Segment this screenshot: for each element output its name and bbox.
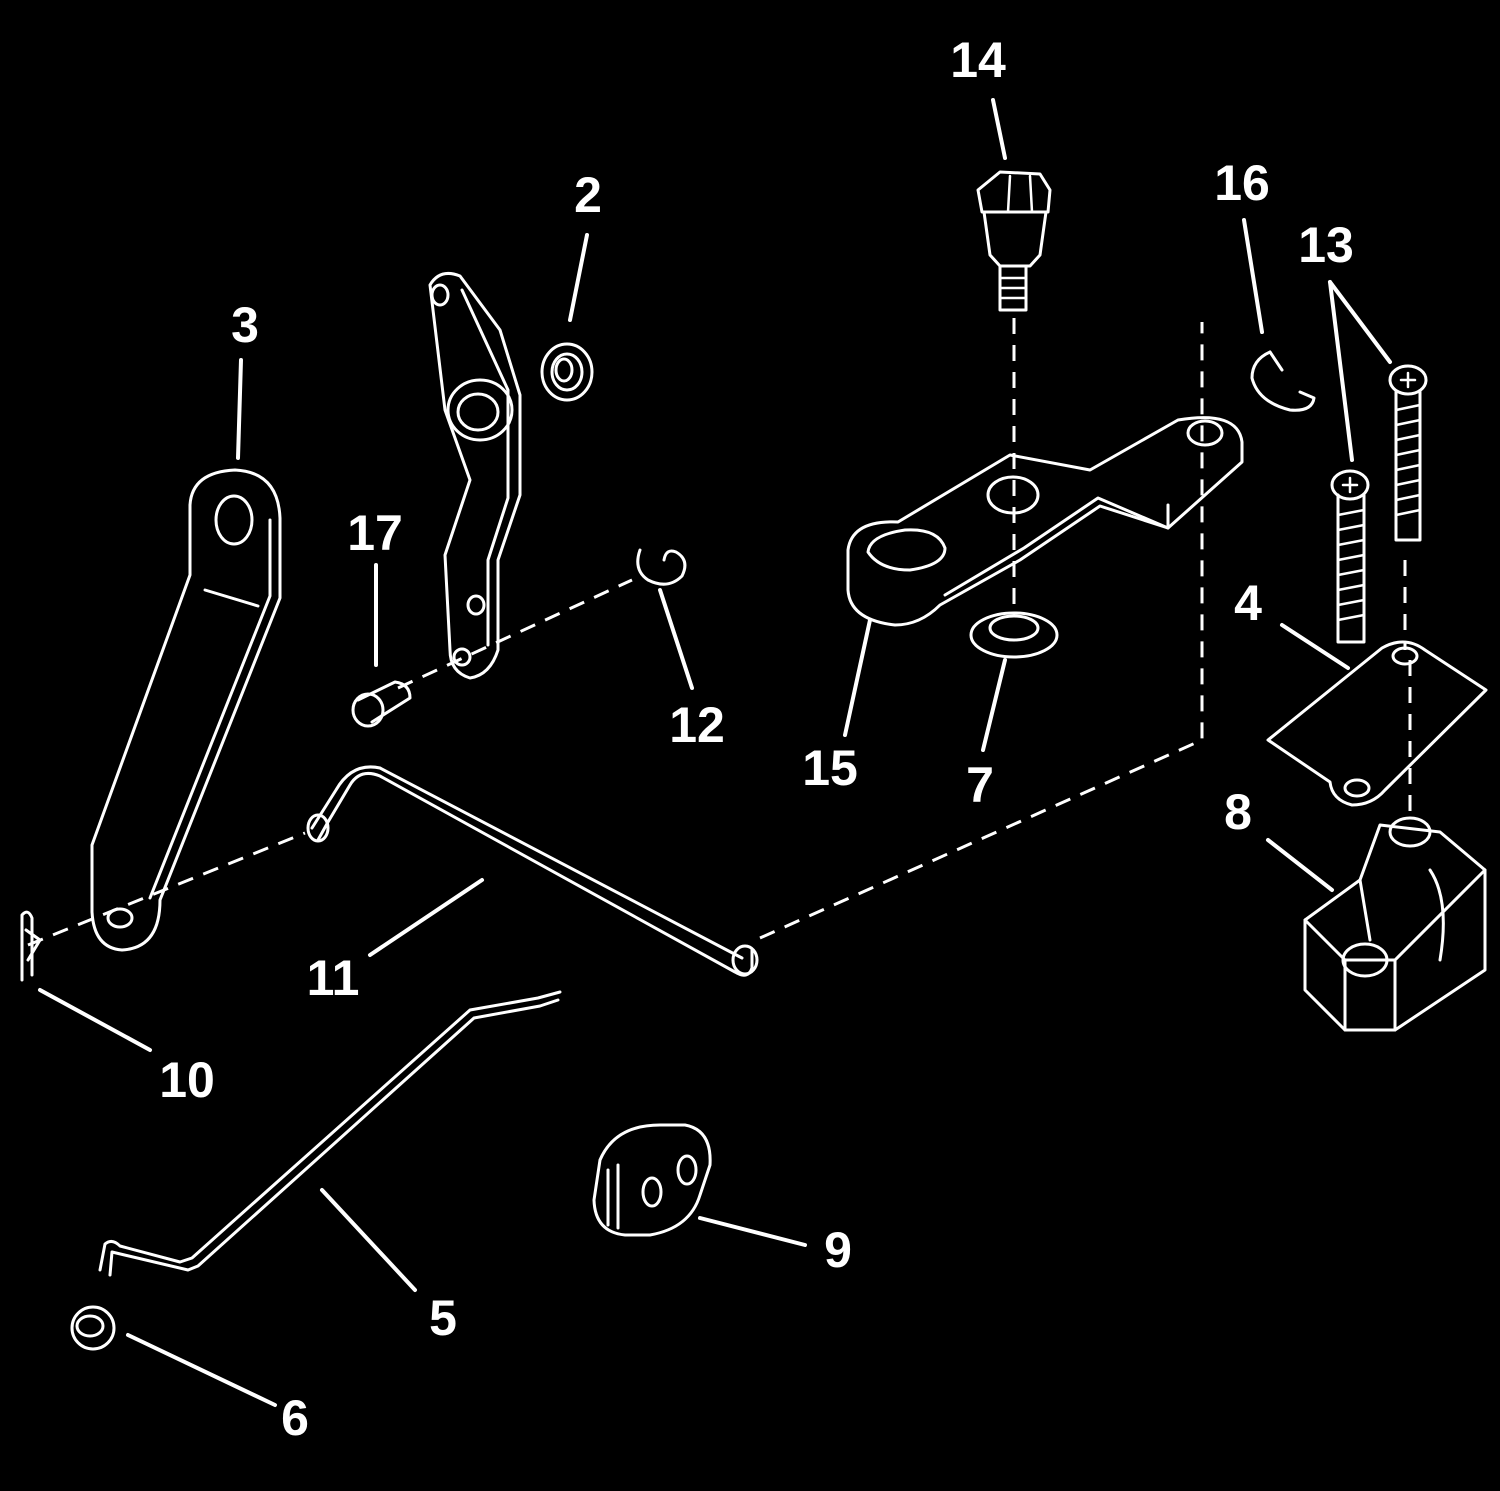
- part-11-link-rod: [306, 765, 759, 977]
- callout-2: 2: [574, 167, 602, 223]
- callout-3: 3: [231, 297, 259, 353]
- part-7-washer: [969, 611, 1059, 659]
- callout-9: 9: [824, 1222, 852, 1278]
- callout-8: 8: [1224, 784, 1252, 840]
- callout-13: 13: [1298, 217, 1354, 273]
- callout-labels: 2 3 4 5 6 7 8 9 10 11 12 13 14 15 16 17: [159, 32, 1354, 1446]
- part-12-clip: [636, 548, 687, 586]
- callout-11: 11: [307, 950, 360, 1006]
- callout-15: 15: [802, 740, 858, 796]
- assembly-lines: [27, 318, 1412, 947]
- part-13-screws: [1330, 364, 1428, 644]
- part-17-pin: [351, 680, 412, 728]
- part-2-washer: [540, 342, 594, 402]
- callout-10: 10: [159, 1052, 215, 1108]
- callout-6: 6: [281, 1390, 309, 1446]
- part-8-clamp-block: [1303, 816, 1487, 1032]
- callout-16: 16: [1214, 155, 1270, 211]
- callout-5: 5: [429, 1290, 457, 1346]
- part-6-cap: [70, 1305, 116, 1351]
- part-5-wire-rod: [98, 990, 562, 1277]
- callout-12: 12: [669, 697, 725, 753]
- part-15-arm: [846, 416, 1244, 627]
- leader-lines: [38, 98, 1392, 1407]
- part-14-bolt: [976, 170, 1052, 312]
- part-3-throttle-arm: [90, 468, 282, 952]
- callout-7: 7: [966, 757, 994, 813]
- part-9-grommet: [592, 1123, 712, 1237]
- callout-17: 17: [347, 505, 403, 561]
- part-16-clip: [1250, 350, 1316, 412]
- crank-lever: [428, 272, 522, 680]
- callout-14: 14: [950, 32, 1006, 88]
- callout-4: 4: [1234, 575, 1262, 631]
- part-10-cotter-pin: [20, 910, 42, 982]
- part-4-plate: [1266, 640, 1488, 807]
